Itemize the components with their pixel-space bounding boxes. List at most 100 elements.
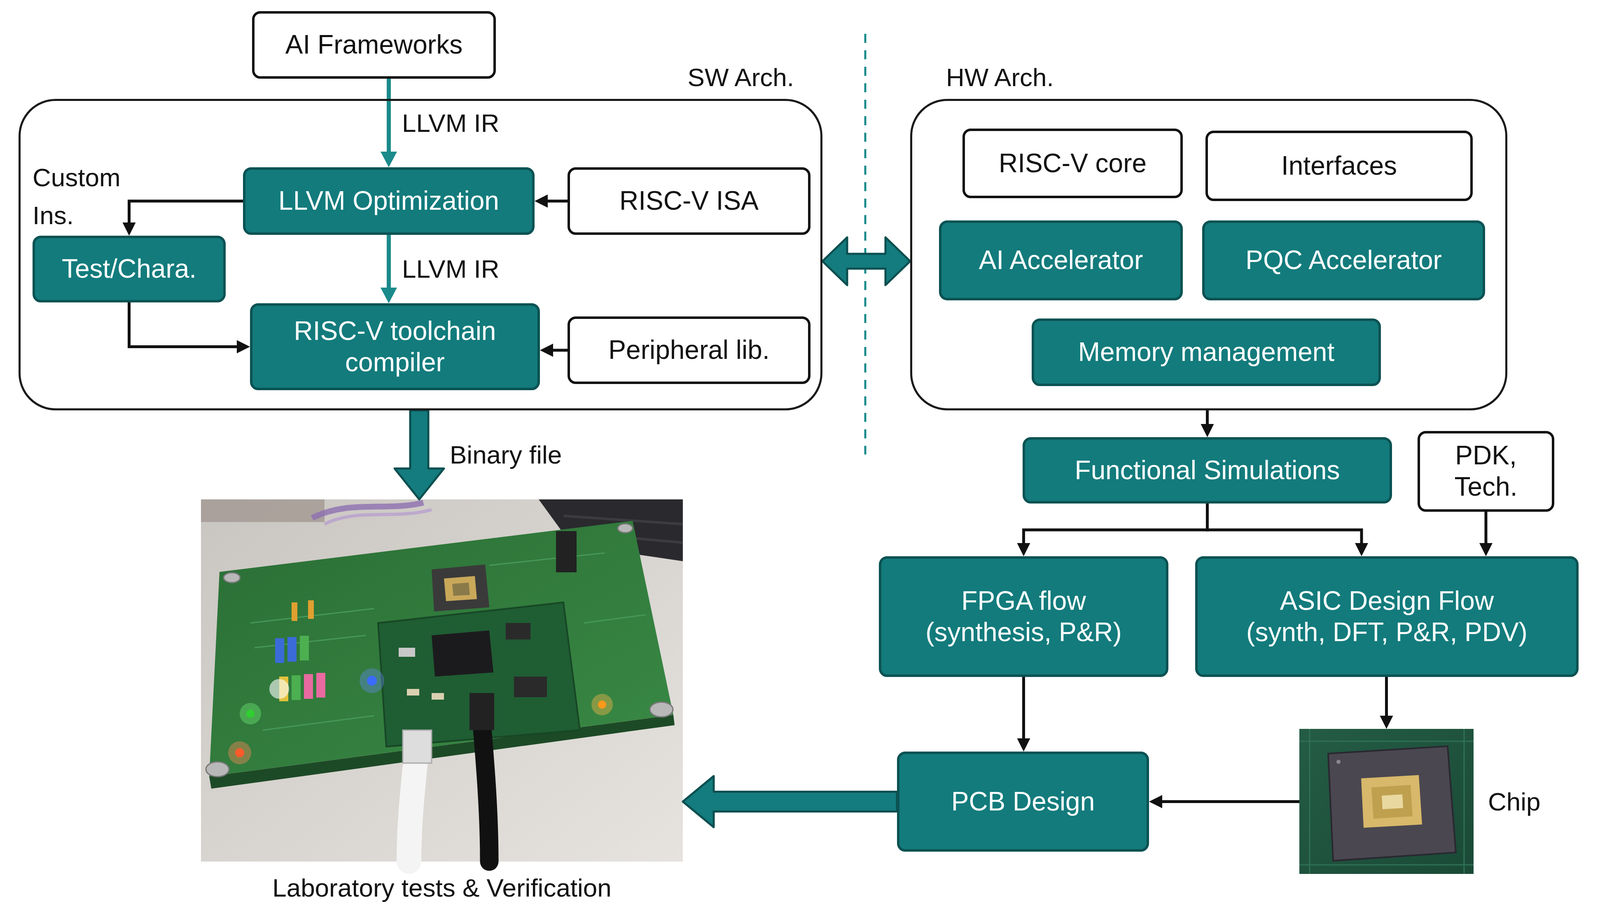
block-arrow-shape: [394, 410, 444, 500]
connector: [1149, 794, 1300, 809]
connector: [129, 302, 251, 354]
box-label: PDK, Tech.: [1432, 439, 1540, 503]
connector: [1017, 676, 1031, 752]
process-box: ASIC Design Flow (synth, DFT, P&R, PDV): [1195, 555, 1579, 677]
connector-line: [1023, 503, 1208, 545]
lab-photo-part: [597, 700, 607, 709]
lab-photo-part: [591, 693, 613, 715]
connector-line: [386, 234, 391, 290]
group-heading: HW Arch.: [945, 62, 1054, 92]
lab-photo-part: [431, 564, 490, 612]
chip-photo-part: [1299, 728, 1474, 874]
component-box: AI Accelerator: [938, 220, 1183, 301]
lab-photo-part: [359, 668, 385, 693]
lab-photo-part: [291, 675, 301, 700]
lab-photo-part: [262, 715, 374, 730]
lab-photo-part: [366, 675, 377, 686]
box-label: PQC Accelerator: [1245, 244, 1442, 276]
edge-label: Binary file: [449, 439, 562, 470]
chip-photo-part: [1336, 759, 1341, 764]
connector-line: [129, 302, 239, 347]
lab-photo: [200, 499, 683, 862]
lab-photo-part: [239, 702, 262, 725]
chip-photo-part: [1371, 784, 1413, 819]
input-box: Peripheral lib.: [567, 316, 811, 384]
block-arrow-shape: [822, 237, 911, 285]
lab-photo-part: [200, 499, 683, 862]
lab-photo-part: [235, 747, 245, 757]
lab-photo-part: [303, 673, 313, 699]
lab-photo-part: [316, 672, 326, 698]
edge-label: Custom Ins.: [32, 158, 140, 235]
connector: [1380, 676, 1394, 729]
component-box: PQC Accelerator: [1202, 220, 1486, 301]
connector: [1207, 503, 1369, 556]
lab-photo-part: [513, 676, 547, 697]
box-label: Interfaces: [1281, 150, 1397, 182]
block-arrow: [822, 237, 911, 285]
box-label: RISC-V core: [998, 147, 1147, 180]
lab-photo-part: [406, 688, 420, 696]
chip-photo-part: [1299, 864, 1474, 866]
box-label: Functional Simulations: [1074, 454, 1341, 486]
input-box: RISC-V ISA: [567, 167, 811, 235]
lab-photo-part: [269, 678, 290, 699]
box-label: PCB Design: [951, 785, 1096, 818]
box-label: FPGA flow (synthesis, P&R): [908, 585, 1140, 648]
lab-photo-part: [583, 614, 646, 623]
lab-photo-part: [469, 692, 495, 730]
connector-line: [546, 199, 568, 203]
chip-photo-part: [1328, 745, 1456, 861]
lab-photo-part: [489, 552, 605, 566]
block-arrow: [682, 775, 897, 827]
arrow-head: [1380, 715, 1394, 729]
box-label: RISC-V toolchain compiler: [271, 315, 519, 378]
connector-line: [1022, 676, 1026, 740]
box-label: ASIC Design Flow (synth, DFT, P&R, PDV): [1238, 585, 1536, 648]
chip-photo-part: [1381, 794, 1404, 809]
arrow-head: [1354, 542, 1369, 556]
process-box: Functional Simulations: [1022, 436, 1393, 504]
connector: [539, 343, 568, 357]
connector-line: [386, 78, 391, 154]
lab-photo-part: [209, 520, 674, 776]
box-label: RISC-V ISA: [619, 185, 759, 217]
box-label: Peripheral lib.: [608, 334, 770, 366]
lab-photo-part: [275, 637, 285, 663]
lab-photo-part: [205, 761, 229, 777]
connector: [1017, 503, 1208, 556]
process-box: LLVM Optimization: [242, 167, 535, 235]
chip-photo-part: [1463, 728, 1465, 874]
lab-photo-part: [200, 499, 325, 522]
lab-photo-part: [402, 729, 432, 763]
lab-photo-part: [228, 740, 252, 764]
lab-photo-part: [408, 756, 416, 862]
arrow-head: [534, 194, 548, 208]
connector-line: [1484, 511, 1488, 545]
lab-photo-part: [555, 530, 577, 573]
divider-line: [864, 33, 867, 455]
input-box: PDK, Tech.: [1417, 430, 1555, 512]
connector: [380, 78, 398, 168]
image-caption: Laboratory tests & Verification: [272, 872, 612, 902]
lab-photo-part: [481, 723, 490, 862]
arrow-head: [380, 151, 398, 168]
arrow-head: [1200, 423, 1215, 437]
lab-photo-part: [431, 630, 494, 677]
box-label: AI Accelerator: [978, 244, 1143, 276]
chip-photo-part: [1299, 740, 1474, 742]
lab-photo-part: [287, 636, 297, 662]
connector-line: [1385, 676, 1388, 718]
edge-label: LLVM IR: [401, 253, 500, 285]
arrow-head: [539, 343, 554, 357]
architecture-group: HW Arch.RISC-V coreInterfacesAI Accelera…: [910, 98, 1508, 411]
lab-photo-part: [299, 635, 309, 661]
component-box: RISC-V core: [962, 128, 1183, 199]
box-label: Test/Chara.: [61, 253, 197, 285]
lab-photo-part: [378, 602, 580, 747]
arrow-head: [1479, 542, 1493, 556]
arrow-head: [122, 222, 136, 236]
lab-photo: Laboratory tests & Verification: [200, 499, 683, 862]
lab-photo-part: [443, 575, 477, 601]
arrow-head: [1149, 794, 1163, 809]
